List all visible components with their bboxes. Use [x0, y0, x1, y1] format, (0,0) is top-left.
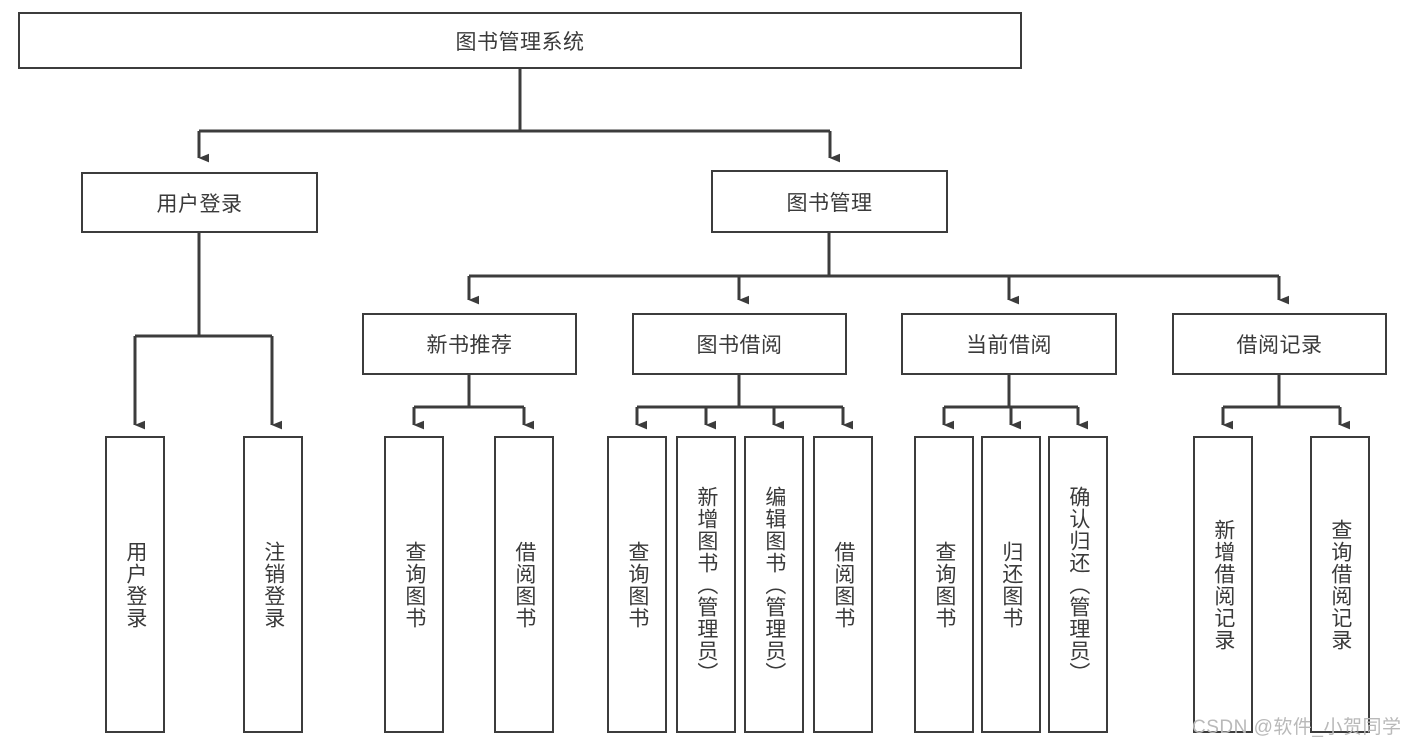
node-book-management[interactable]: 图书管理	[711, 170, 948, 233]
leaf-current-confirm-return-admin[interactable]: 确认归还（管理员）	[1048, 436, 1108, 733]
leaf-borrow-query-book[interactable]: 查询图书	[607, 436, 667, 733]
leaf-user-login-login[interactable]: 用户登录	[105, 436, 165, 733]
leaf-borrow-borrow-book[interactable]: 借阅图书	[813, 436, 873, 733]
leaf-current-return-book[interactable]: 归还图书	[981, 436, 1041, 733]
leaf-record-query-record[interactable]: 查询借阅记录	[1310, 436, 1370, 733]
node-current-borrow[interactable]: 当前借阅	[901, 313, 1117, 375]
node-new-book-recommend[interactable]: 新书推荐	[362, 313, 577, 375]
leaf-record-add-record[interactable]: 新增借阅记录	[1193, 436, 1253, 733]
node-borrow-record[interactable]: 借阅记录	[1172, 313, 1387, 375]
node-book-borrow[interactable]: 图书借阅	[632, 313, 847, 375]
leaf-borrow-edit-book-admin[interactable]: 编辑图书（管理员）	[744, 436, 804, 733]
leaf-borrow-add-book-admin[interactable]: 新增图书（管理员）	[676, 436, 736, 733]
leaf-recommend-borrow-book[interactable]: 借阅图书	[494, 436, 554, 733]
leaf-recommend-query-book[interactable]: 查询图书	[384, 436, 444, 733]
leaf-user-login-logout[interactable]: 注销登录	[243, 436, 303, 733]
node-user-login[interactable]: 用户登录	[81, 172, 318, 233]
node-root[interactable]: 图书管理系统	[18, 12, 1022, 69]
leaf-current-query-book[interactable]: 查询图书	[914, 436, 974, 733]
